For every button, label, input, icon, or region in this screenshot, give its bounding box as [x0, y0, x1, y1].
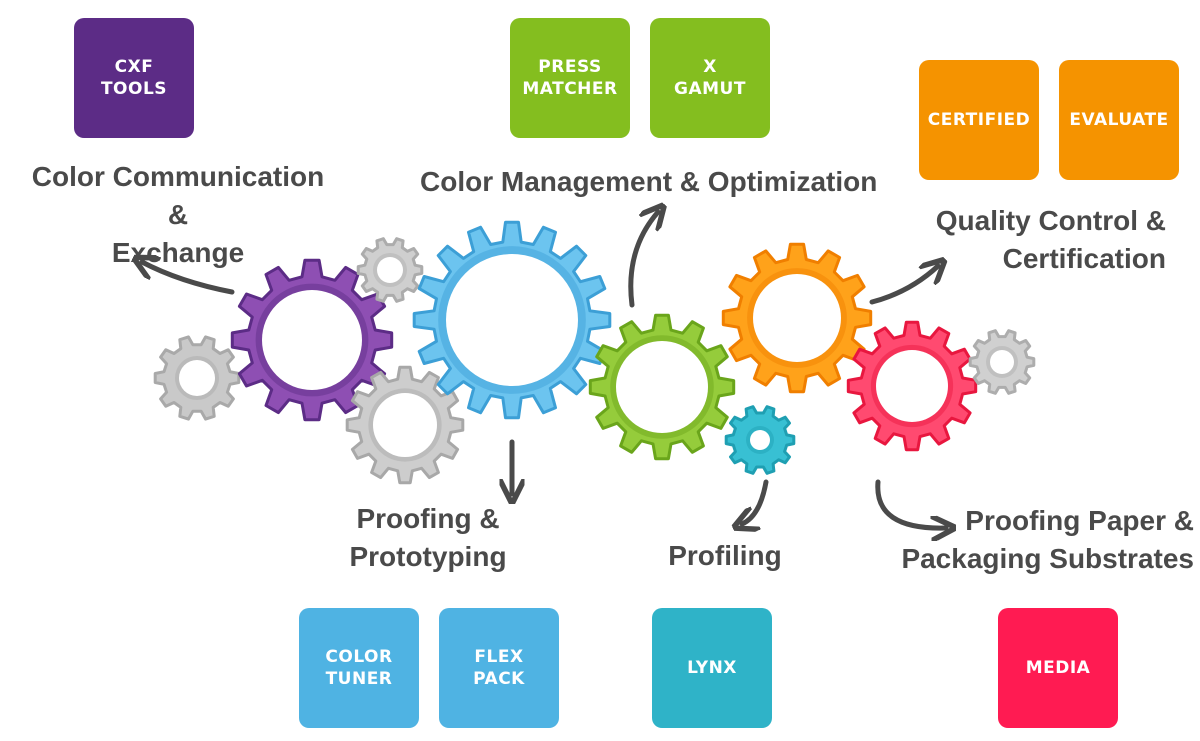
- label-proofing-paper: Proofing Paper & Packaging Substrates: [901, 505, 1194, 574]
- tile-label: PRESS MATCHER: [522, 57, 618, 99]
- gear-grey-left: [153, 335, 241, 421]
- gear-grey-right: [968, 329, 1036, 395]
- tile-x-gamut[interactable]: X GAMUT: [650, 18, 770, 138]
- tile-lynx[interactable]: LYNX: [652, 608, 772, 728]
- gear-pink: [846, 320, 978, 452]
- tile-flex-pack[interactable]: FLEX PACK: [439, 608, 559, 728]
- tile-certified[interactable]: CERTIFIED: [919, 60, 1039, 180]
- tile-label: MEDIA: [1025, 658, 1091, 678]
- tile-label: CXF TOOLS: [100, 57, 168, 99]
- label-quality-control: Quality Control & Certification: [935, 205, 1166, 274]
- arrow-to-color-communication: [142, 262, 235, 295]
- arrow-to-profiling: [742, 479, 769, 524]
- arrow-to-color-management: [628, 212, 658, 308]
- tile-label: COLOR TUNER: [325, 647, 393, 689]
- label-profiling: Profiling: [668, 540, 782, 571]
- arrow-to-quality-control: [869, 266, 938, 305]
- gear-orange: [721, 242, 873, 394]
- tile-label: X GAMUT: [674, 57, 746, 99]
- tile-label: FLEX PACK: [473, 647, 525, 689]
- label-color-management: Color Management & Optimization: [420, 166, 878, 197]
- tile-press-matcher[interactable]: PRESS MATCHER: [510, 18, 630, 138]
- gear-grey-small: [356, 237, 424, 303]
- tile-color-tuner[interactable]: COLOR TUNER: [299, 608, 419, 728]
- gear-purple: [230, 258, 394, 422]
- tile-cxf-tools[interactable]: CXF TOOLS: [74, 18, 194, 138]
- gear-teal: [724, 405, 796, 475]
- arrow-to-proofing-paper: [875, 479, 946, 528]
- gear-blue: [412, 220, 612, 420]
- gear-green: [588, 313, 736, 461]
- tile-label: EVALUATE: [1069, 110, 1169, 130]
- tile-label: LYNX: [687, 658, 737, 678]
- tile-media[interactable]: MEDIA: [998, 608, 1118, 728]
- tile-label: CERTIFIED: [927, 110, 1031, 130]
- tile-evaluate[interactable]: EVALUATE: [1059, 60, 1179, 180]
- gear-grey-bottom: [345, 365, 465, 485]
- label-proofing-prototyping: Proofing & Prototyping: [349, 503, 507, 572]
- label-color-communication: Color Communication & Exchange: [31, 161, 325, 268]
